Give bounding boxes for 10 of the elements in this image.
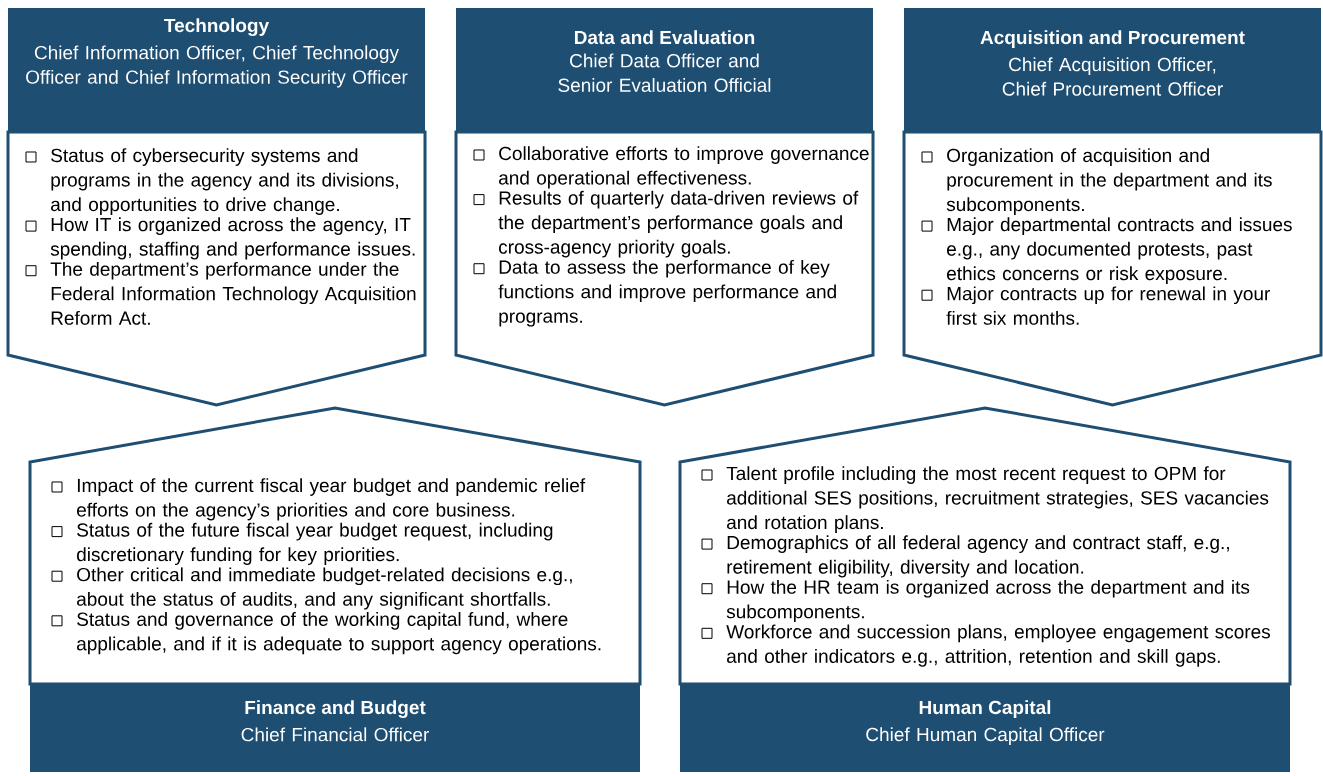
card-subtitle: Chief Data Officer and Senior Evaluation Official [558,53,771,92]
card-heading: Human Capital [919,700,1051,718]
card-subtitle: Chief Human Capital Officer [866,727,1105,745]
card-subtitle: Chief Financial Officer [241,727,429,742]
card-heading: Data and Evaluation [575,30,755,45]
card-heading: Acquisition and Procurement [980,30,1245,48]
card-subtitle: Chief Acquisition Officer, Chief Procurement Officer [1002,57,1223,96]
card-subtitle: Chief Information Officer, Chief Technology Officer and Chief Information Security Officer [26,45,408,88]
card-heading: Technology [164,18,269,36]
card-heading: Finance and Budget [245,700,426,718]
